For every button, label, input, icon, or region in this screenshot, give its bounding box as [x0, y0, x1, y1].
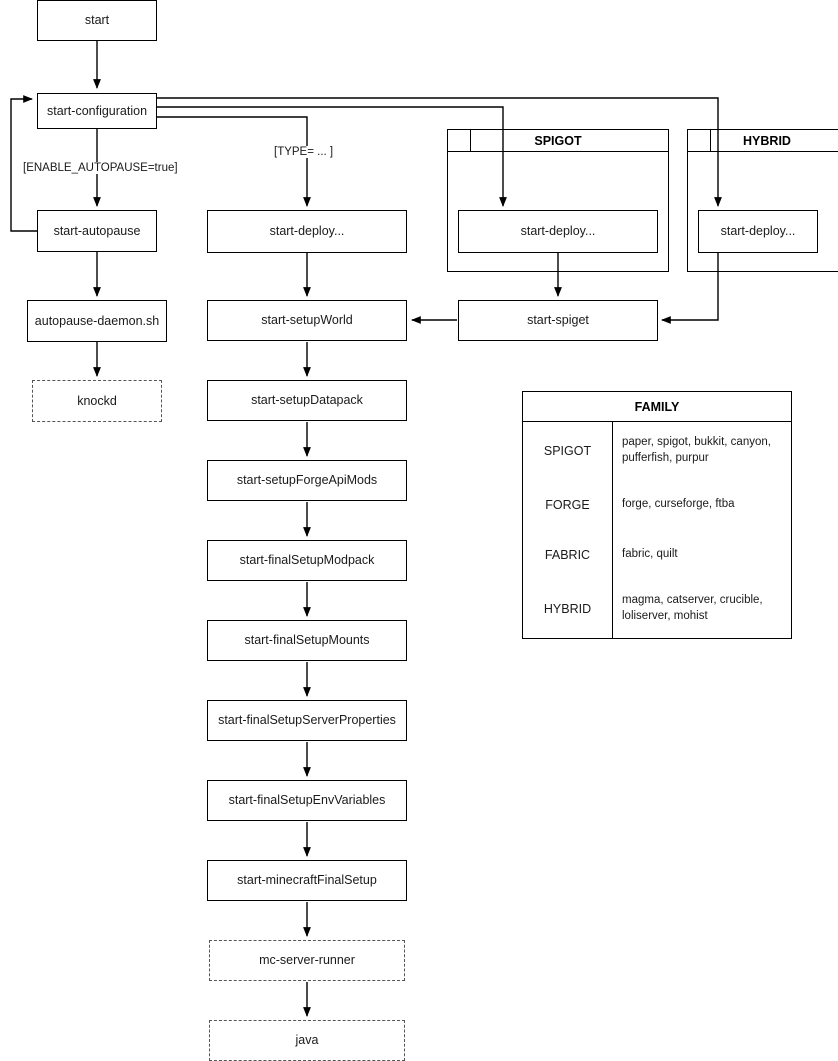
family-legend-row: HYBRID magma, catserver, crucible, lolis…: [523, 580, 791, 638]
family-legend-value: paper, spigot, bukkit, canyon, pufferfis…: [622, 436, 771, 464]
node-start-deploy-spigot[interactable]: start-deploy...: [458, 210, 658, 253]
node-start-setup-world[interactable]: start-setupWorld: [207, 300, 407, 341]
node-start-setup-datapack[interactable]: start-setupDatapack: [207, 380, 407, 421]
node-start-deploy-main[interactable]: start-deploy...: [207, 210, 407, 253]
edge-deploy-hybrid-to-spiget: [661, 253, 719, 324]
group-hybrid: HYBRID: [687, 129, 838, 272]
family-legend-row: FORGE forge, curseforge, ftba: [523, 480, 791, 530]
edge-autopause-to-configuration: [10, 95, 37, 232]
edge-configuration-to-deploy-hybrid: [157, 97, 722, 207]
node-start-deploy-hybrid[interactable]: start-deploy...: [698, 210, 818, 253]
group-hybrid-header-tab: [688, 130, 711, 152]
node-start-setup-forge-api-mods[interactable]: start-setupForgeApiMods: [207, 460, 407, 501]
node-java[interactable]: java: [209, 1020, 405, 1061]
node-autopause-daemon[interactable]: autopause-daemon.sh: [27, 300, 167, 342]
node-start-configuration[interactable]: start-configuration: [37, 93, 157, 129]
family-legend-table: FAMILY SPIGOT paper, spigot, bukkit, can…: [522, 391, 792, 639]
family-legend-row: FABRIC fabric, quilt: [523, 530, 791, 580]
family-legend-value: forge, curseforge, ftba: [622, 498, 735, 511]
node-start-final-setup-env-variables[interactable]: start-finalSetupEnvVariables: [207, 780, 407, 821]
family-legend-title: FAMILY: [523, 392, 791, 422]
node-knockd[interactable]: knockd: [32, 380, 162, 422]
family-legend-key: FABRIC: [523, 530, 613, 580]
edge-label-type: [TYPE= ... ]: [273, 146, 335, 158]
family-legend-row: SPIGOT paper, spigot, bukkit, canyon, pu…: [523, 422, 791, 480]
group-spigot: SPIGOT: [447, 129, 669, 272]
node-start-final-setup-mounts[interactable]: start-finalSetupMounts: [207, 620, 407, 661]
node-start-minecraft-final-setup[interactable]: start-minecraftFinalSetup: [207, 860, 407, 901]
edge-configuration-to-deploy-main: [157, 116, 311, 207]
family-legend-key: FORGE: [523, 480, 613, 530]
node-start-final-setup-server-properties[interactable]: start-finalSetupServerProperties: [207, 700, 407, 741]
node-start[interactable]: start: [37, 0, 157, 41]
family-legend-value: magma, catserver, crucible, loliserver, …: [622, 594, 763, 622]
family-legend-key: HYBRID: [523, 580, 613, 638]
group-hybrid-label: HYBRID: [688, 130, 838, 152]
family-legend-key: SPIGOT: [523, 422, 613, 480]
node-start-final-setup-modpack[interactable]: start-finalSetupModpack: [207, 540, 407, 581]
node-start-autopause[interactable]: start-autopause: [37, 210, 157, 252]
group-spigot-header-tab: [448, 130, 471, 152]
edge-label-enable-autopause: [ENABLE_AUTOPAUSE=true]: [22, 162, 179, 174]
node-mc-server-runner[interactable]: mc-server-runner: [209, 940, 405, 981]
node-start-spiget[interactable]: start-spiget: [458, 300, 658, 341]
group-spigot-label: SPIGOT: [448, 130, 668, 152]
family-legend-value: fabric, quilt: [622, 548, 678, 561]
edge-configuration-to-deploy-spigot: [157, 106, 507, 207]
